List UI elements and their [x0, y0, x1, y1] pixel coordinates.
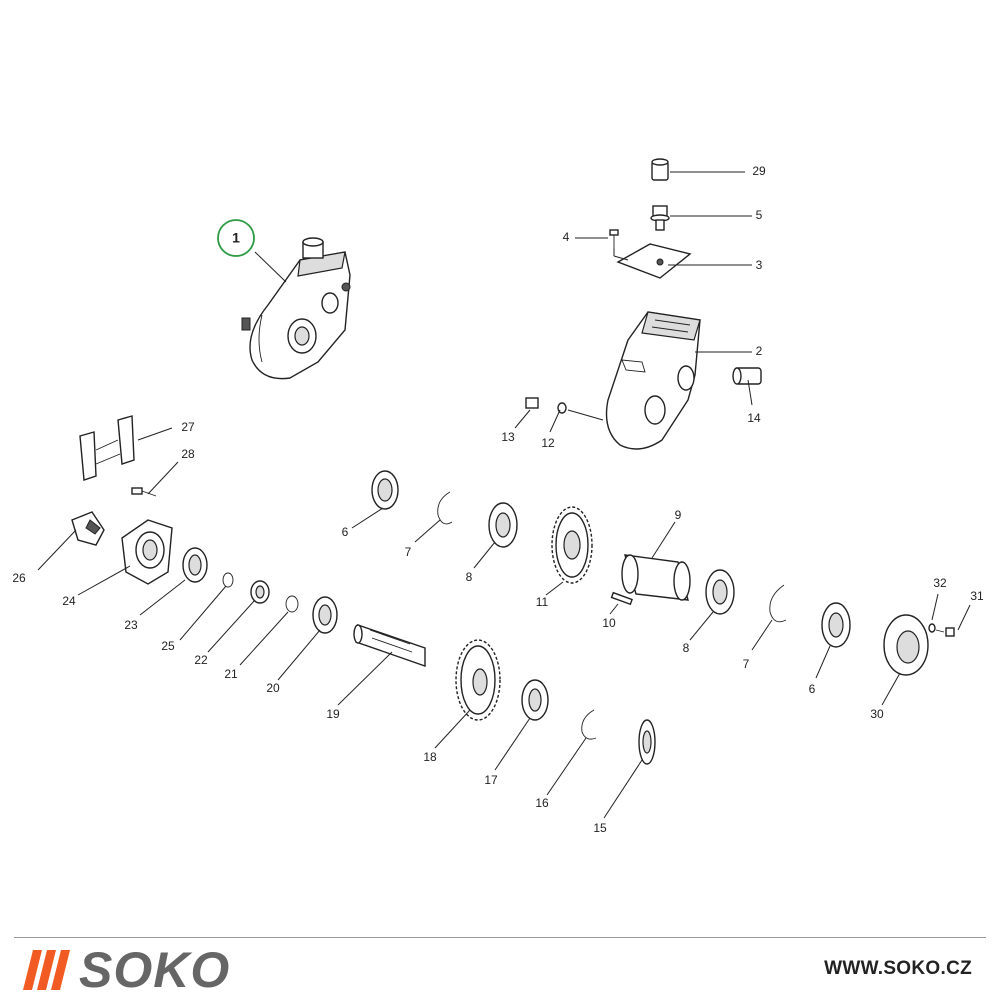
- soko-logo[interactable]: SOKO: [23, 942, 231, 998]
- snap-ring-drawing: [222, 572, 234, 588]
- bearing-drawing: [488, 502, 518, 548]
- seal-ring-drawing: [182, 547, 208, 583]
- lever-bracket-drawing: [71, 511, 105, 546]
- sleeve-drawing: [621, 554, 691, 601]
- part-label-26: 26: [12, 571, 26, 585]
- bearing-drawing: [705, 569, 735, 615]
- spacer-drawing: [250, 580, 270, 604]
- part-label-12: 12: [541, 436, 555, 450]
- part-label-11: 11: [536, 595, 549, 609]
- seal-ring-drawing: [821, 602, 851, 648]
- screw-drawing: [935, 627, 955, 637]
- part-label-1: 1: [232, 230, 240, 246]
- logo-text: SOKO: [79, 942, 231, 998]
- part-label-7-lower: 7: [743, 657, 750, 671]
- part-label-29: 29: [752, 164, 766, 178]
- shaft-drawing: [353, 624, 426, 667]
- part-label-6-lower: 6: [809, 682, 816, 696]
- part-label-17: 17: [484, 773, 498, 787]
- gearbox-assembly-drawing: [241, 237, 351, 380]
- washer-drawing: [928, 623, 936, 633]
- footer-divider: [14, 937, 986, 938]
- part-label-31: 31: [970, 589, 984, 603]
- part-labels: 1 2 3 4 5 6 6 7 7 8 8 9 10 11 12 13 14 1…: [12, 164, 984, 835]
- part-label-9: 9: [675, 508, 682, 522]
- highlight-ring: [217, 219, 255, 257]
- part-label-19: 19: [326, 707, 340, 721]
- part-label-27: 27: [181, 420, 195, 434]
- part-label-32: 32: [933, 576, 947, 590]
- website-url-link[interactable]: WWW.SOKO.CZ: [824, 958, 972, 979]
- end-cover-drawing: [883, 614, 929, 676]
- part-label-3: 3: [756, 258, 763, 272]
- leader-lines: [37, 171, 971, 819]
- seal-ring-drawing: [371, 470, 399, 510]
- bolt-drawing: [609, 229, 619, 248]
- shim-drawing: [638, 719, 656, 765]
- part-label-21: 21: [224, 667, 238, 681]
- key-drawing: [610, 591, 633, 606]
- part-label-22: 22: [194, 653, 208, 667]
- bearing-drawing: [521, 679, 549, 721]
- part-label-25: 25: [161, 639, 175, 653]
- part-label-2: 2: [756, 344, 763, 358]
- part-label-10: 10: [602, 616, 616, 630]
- gear-drawing: [551, 506, 593, 584]
- part-label-8-lower: 8: [683, 641, 690, 655]
- gasket-plate-drawing: [616, 243, 692, 279]
- part-label-16: 16: [535, 796, 549, 810]
- part-label-4: 4: [563, 230, 570, 244]
- part-label-6-upper: 6: [342, 525, 349, 539]
- latch-drawing: [79, 415, 135, 481]
- circlip-drawing: [437, 491, 453, 525]
- part-label-24: 24: [62, 594, 76, 608]
- bearing-drawing: [312, 596, 338, 634]
- part-label-18: 18: [423, 750, 437, 764]
- snap-ring-drawing: [285, 595, 299, 613]
- circlip-drawing: [769, 584, 787, 623]
- bushing-drawing: [732, 367, 762, 385]
- part-label-20: 20: [266, 681, 280, 695]
- part-label-8-upper: 8: [466, 570, 473, 584]
- part-label-7-upper: 7: [405, 545, 412, 559]
- gearbox-housing-drawing: [605, 311, 701, 450]
- part-label-30: 30: [870, 707, 884, 721]
- circlip-drawing: [581, 709, 597, 740]
- cap-drawing: [651, 158, 669, 181]
- logo-stripes-icon: [23, 950, 70, 990]
- part-label-23: 23: [124, 618, 138, 632]
- part-label-13: 13: [501, 430, 515, 444]
- part-label-5: 5: [756, 208, 763, 222]
- part-label-14: 14: [747, 411, 761, 425]
- plug-with-washer-drawing: [650, 205, 670, 231]
- part-label-28: 28: [181, 447, 195, 461]
- gear-drawing: [455, 639, 501, 721]
- part-label-15: 15: [593, 821, 607, 835]
- flange-cover-drawing: [121, 519, 173, 585]
